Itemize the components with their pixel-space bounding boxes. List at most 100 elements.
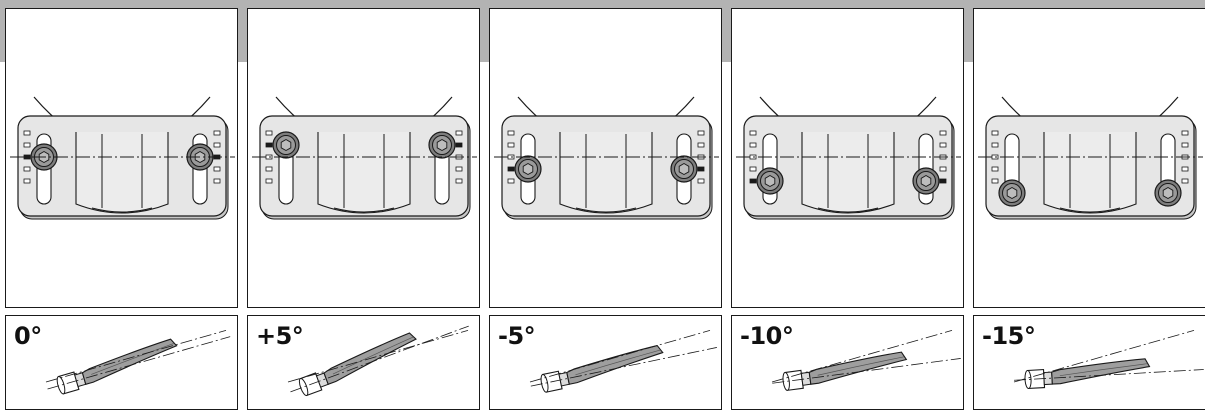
angle-tick xyxy=(23,142,31,148)
hex-socket xyxy=(280,138,292,152)
angle-label: 0° xyxy=(14,322,42,350)
angle-panel-2: -5° xyxy=(489,315,722,410)
bracket-drawing xyxy=(252,96,477,220)
bracket-drawing xyxy=(978,96,1203,220)
bracket-panel-1 xyxy=(247,8,480,308)
angle-tick xyxy=(1181,166,1189,172)
angle-tick xyxy=(1181,142,1189,148)
angle-label: -15° xyxy=(982,322,1036,350)
angle-tick xyxy=(455,142,463,148)
reference-axis xyxy=(529,330,711,383)
hex-socket xyxy=(1006,186,1018,200)
angle-tick xyxy=(1181,130,1189,136)
tilt-axis xyxy=(1014,369,1204,381)
lamp-side-view xyxy=(529,330,717,393)
angle-tick xyxy=(697,166,705,172)
angle-tick xyxy=(455,130,463,136)
angle-label: +5° xyxy=(256,322,304,350)
angle-tick xyxy=(749,142,757,148)
lamp-assembly xyxy=(782,351,908,391)
hex-socket xyxy=(436,138,448,152)
lamp-side-view xyxy=(771,330,961,391)
reference-axis xyxy=(1013,330,1195,383)
angle-tick xyxy=(213,142,221,148)
luminaire-body xyxy=(566,344,664,385)
bracket-drawing xyxy=(10,96,235,220)
body-edge xyxy=(817,356,905,376)
hex-socket xyxy=(920,174,932,188)
lamp-assembly xyxy=(298,332,417,397)
angle-panel-1: +5° xyxy=(247,315,480,410)
reference-axis xyxy=(771,330,953,383)
angle-tick xyxy=(991,142,999,148)
angle-tick xyxy=(939,130,947,136)
angle-tick xyxy=(265,130,273,136)
lamp-side-view xyxy=(1013,330,1204,390)
angle-label: -5° xyxy=(498,322,536,350)
angle-tick xyxy=(749,178,757,184)
angle-tick xyxy=(749,130,757,136)
angle-tick xyxy=(213,178,221,184)
angle-tick xyxy=(23,166,31,172)
angle-panel-0: 0° xyxy=(5,315,238,410)
saddle-channel xyxy=(317,132,411,214)
lamp-side-view xyxy=(45,330,231,395)
luminaire-body xyxy=(1051,358,1151,385)
angle-tick xyxy=(455,166,463,172)
angle-tick xyxy=(697,142,705,148)
angle-tick xyxy=(1181,178,1189,184)
hex-socket xyxy=(1162,186,1174,200)
bracket-drawing xyxy=(736,96,961,220)
saddle-channel xyxy=(75,132,169,214)
bracket-drawing xyxy=(494,96,719,220)
angle-tick xyxy=(991,166,999,172)
saddle-channel xyxy=(1043,132,1137,214)
hex-socket xyxy=(678,162,690,176)
body-edge xyxy=(1059,363,1148,377)
angle-panel-3: -10° xyxy=(731,315,964,410)
channel-bottom xyxy=(91,207,153,213)
angle-tick xyxy=(939,142,947,148)
luminaire-body xyxy=(808,351,908,385)
tilt-axis xyxy=(530,347,717,387)
angle-tick xyxy=(23,130,31,136)
angle-tick xyxy=(939,166,947,172)
channel-bottom xyxy=(575,207,637,213)
angle-tick xyxy=(265,142,273,148)
angle-tick xyxy=(991,178,999,184)
angle-tick xyxy=(697,130,705,136)
angle-tick xyxy=(991,130,999,136)
hex-socket xyxy=(764,174,776,188)
angle-tick xyxy=(455,178,463,184)
hex-socket xyxy=(522,162,534,176)
saddle-channel xyxy=(801,132,895,214)
body-edge xyxy=(332,336,414,375)
bracket-panel-4 xyxy=(973,8,1205,308)
bracket-panel-2 xyxy=(489,8,722,308)
bracket-panel-3 xyxy=(731,8,964,308)
angle-tick xyxy=(23,178,31,184)
angle-tick xyxy=(213,130,221,136)
angle-tick xyxy=(507,166,515,172)
angle-tick xyxy=(265,178,273,184)
channel-bottom xyxy=(333,207,395,213)
angle-tick xyxy=(939,178,947,184)
luminaire-body xyxy=(81,338,178,385)
tilt-axis xyxy=(772,358,961,384)
lamp-assembly xyxy=(56,338,178,395)
reference-axis xyxy=(287,330,469,383)
channel-bottom xyxy=(817,207,879,213)
angle-tick xyxy=(507,130,515,136)
angle-tick xyxy=(507,178,515,184)
saddle-channel xyxy=(559,132,653,214)
channel-bottom xyxy=(1059,207,1121,213)
angle-panel-4: -15° xyxy=(973,315,1205,410)
reference-axis xyxy=(45,330,227,383)
tilt-axis xyxy=(290,325,469,393)
angle-label: -10° xyxy=(740,322,794,350)
angle-tick xyxy=(507,142,515,148)
lamp-side-view xyxy=(287,325,469,397)
angle-tick xyxy=(213,166,221,172)
angle-tick xyxy=(697,178,705,184)
angle-tick xyxy=(749,166,757,172)
